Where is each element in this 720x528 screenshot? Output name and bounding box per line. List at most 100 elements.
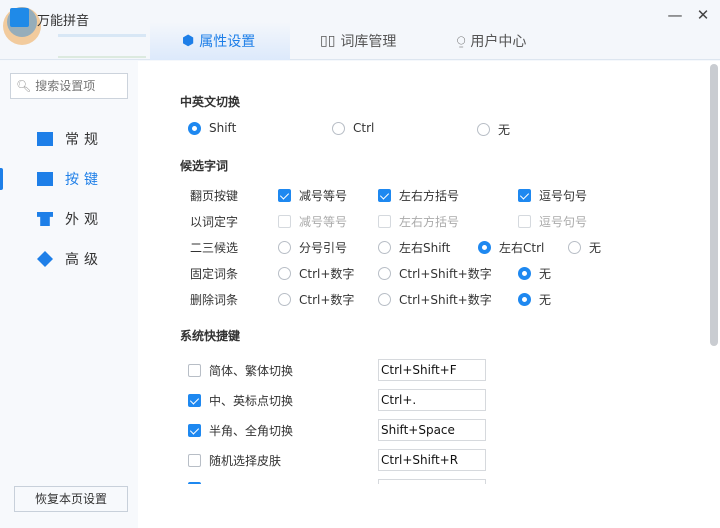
tab-user-center[interactable]: ⍜用户中心: [457, 22, 526, 60]
shortcut-key-input[interactable]: Ctrl+Shift+F: [378, 359, 486, 381]
shortcut-toggle[interactable]: [188, 482, 209, 484]
candidate-option[interactable]: 无: [568, 239, 601, 256]
hexagon-icon: ⬢: [182, 33, 195, 49]
sidebar-item-general[interactable]: 常规: [0, 127, 138, 151]
tab-properties[interactable]: ⬢属性设置: [150, 22, 290, 60]
user-icon: ⍜: [457, 33, 466, 49]
sidebar-item-advanced[interactable]: 高级: [0, 247, 138, 271]
shortcut-key-input[interactable]: [378, 479, 486, 484]
candidate-row: 固定词条 Ctrl+数字 Ctrl+Shift+数字 无: [138, 265, 698, 281]
shortcut-key-input[interactable]: Ctrl+Shift+R: [378, 449, 486, 471]
row-label: 翻页按键: [190, 189, 239, 203]
row-label: 固定词条: [190, 267, 239, 281]
section-title-shortcuts: 系统快捷键: [180, 329, 241, 343]
tab-dictionary[interactable]: ▯▯词库管理: [320, 22, 396, 60]
sidebar-item-label: 外观: [65, 212, 103, 228]
radio-button[interactable]: [278, 241, 291, 254]
cn-en-option[interactable]: Ctrl: [332, 121, 374, 135]
checkbox[interactable]: [188, 424, 201, 437]
radio-button[interactable]: [332, 121, 345, 135]
close-button[interactable]: ✕: [696, 6, 710, 24]
shortcut-toggle[interactable]: 随机选择皮肤: [188, 452, 281, 469]
radio-button[interactable]: [278, 267, 291, 280]
radio-button[interactable]: [518, 293, 531, 306]
monitor-icon: [37, 132, 53, 146]
option-label: 减号等号: [299, 189, 348, 203]
checkbox[interactable]: [188, 394, 201, 407]
shortcut-toggle[interactable]: 中、英标点切换: [188, 392, 293, 409]
checkbox[interactable]: [378, 189, 391, 202]
cn-en-option[interactable]: 无: [477, 121, 510, 138]
shortcut-toggle[interactable]: 简体、繁体切换: [188, 362, 293, 379]
tab-label: 用户中心: [470, 34, 527, 50]
candidate-option[interactable]: Ctrl+数字: [278, 291, 354, 308]
scrollbar-thumb[interactable]: [710, 64, 718, 346]
checkbox: [278, 215, 291, 228]
row-label: 删除词条: [190, 293, 239, 307]
option-label: 逗号句号: [539, 215, 588, 229]
option-label: 左右Shift: [399, 241, 451, 255]
candidate-option[interactable]: Ctrl+Shift+数字: [378, 291, 492, 308]
shortcut-row: 中、英标点切换 Ctrl+.: [138, 389, 698, 411]
option-label: Ctrl: [353, 121, 375, 135]
sidebar-item-appearance[interactable]: 外观: [0, 207, 138, 231]
radio-button[interactable]: [378, 267, 391, 280]
checkbox[interactable]: [518, 189, 531, 202]
candidate-option: 减号等号: [278, 213, 347, 230]
radio-button[interactable]: [518, 267, 531, 280]
radio-button[interactable]: [378, 241, 391, 254]
candidate-option: 左右方括号: [378, 213, 459, 230]
candidate-row: 以词定字 减号等号 左右方括号 逗号句号: [138, 213, 698, 229]
checkbox: [518, 215, 531, 228]
option-label: Shift: [209, 121, 237, 135]
candidate-option[interactable]: 左右Ctrl: [478, 239, 544, 256]
radio-button[interactable]: [477, 123, 490, 136]
checkbox[interactable]: [188, 482, 201, 484]
candidate-option[interactable]: 无: [518, 291, 551, 308]
option-label: Ctrl+数字: [299, 267, 355, 281]
candidate-option[interactable]: 左右Shift: [378, 239, 450, 256]
search-input[interactable]: [35, 79, 121, 93]
shortcut-key-input[interactable]: Ctrl+.: [378, 389, 486, 411]
candidate-option[interactable]: 无: [518, 265, 551, 282]
candidate-row: 删除词条 Ctrl+数字 Ctrl+Shift+数字 无: [138, 291, 698, 307]
option-label: 简体、繁体切换: [209, 364, 294, 378]
candidate-option[interactable]: 左右方括号: [378, 187, 459, 204]
candidate-option[interactable]: Ctrl+Shift+数字: [378, 265, 492, 282]
option-label: Ctrl+数字: [299, 293, 355, 307]
restore-defaults-button[interactable]: 恢复本页设置: [14, 486, 128, 512]
shortcut-key-input[interactable]: Shift+Space: [378, 419, 486, 441]
radio-button[interactable]: [568, 241, 581, 254]
shortcut-toggle[interactable]: 半角、全角切换: [188, 422, 293, 439]
sidebar-item-keys[interactable]: 按键: [0, 167, 138, 191]
row-label: 以词定字: [190, 215, 239, 229]
sidebar-item-label: 高级: [65, 252, 103, 268]
checkbox[interactable]: [278, 189, 291, 202]
option-label: Ctrl+Shift+数字: [399, 293, 492, 307]
radio-button[interactable]: [278, 293, 291, 306]
option-label: Ctrl+Shift+数字: [399, 267, 492, 281]
radio-button[interactable]: [188, 121, 201, 135]
radio-button[interactable]: [478, 241, 491, 254]
option-label: 左右方括号: [399, 189, 460, 203]
cn-en-option[interactable]: Shift: [188, 121, 236, 135]
shirt-icon: [37, 212, 53, 226]
radio-button[interactable]: [378, 293, 391, 306]
option-label: 中、英标点切换: [209, 394, 294, 408]
option-label: 随机选择皮肤: [209, 454, 282, 468]
option-label: 无: [539, 267, 552, 281]
search-icon: 🔍︎: [16, 79, 32, 93]
section-title-candidate: 候选字词: [180, 159, 229, 173]
candidate-option[interactable]: 分号引号: [278, 239, 347, 256]
search-box[interactable]: 🔍︎: [10, 73, 128, 99]
candidate-option[interactable]: 减号等号: [278, 187, 347, 204]
active-indicator: [0, 168, 3, 190]
gear-icon: [37, 251, 53, 267]
minimize-button[interactable]: —: [667, 6, 683, 24]
candidate-option[interactable]: 逗号句号: [518, 187, 587, 204]
checkbox[interactable]: [188, 454, 201, 467]
candidate-option[interactable]: Ctrl+数字: [278, 265, 354, 282]
checkbox[interactable]: [188, 364, 201, 377]
